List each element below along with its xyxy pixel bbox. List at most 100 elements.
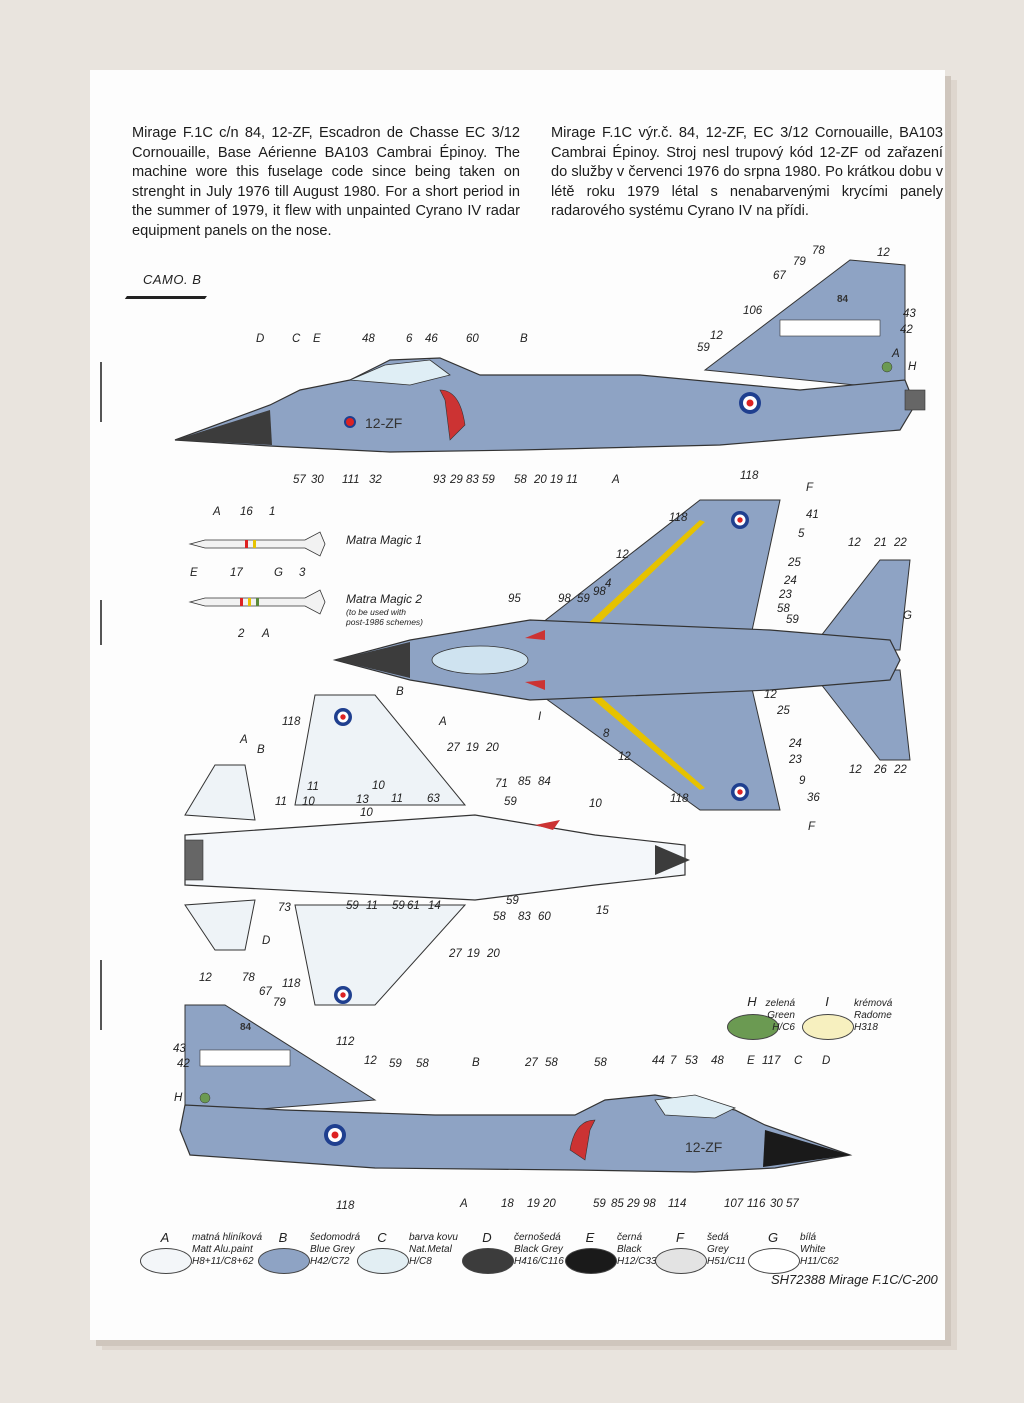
callout: A [213,506,221,518]
callout: D [256,333,265,345]
callout: E [747,1055,755,1067]
callout: 59 [389,1058,402,1070]
callout: 79 [273,997,286,1009]
callout: 32 [369,474,382,486]
callout: 60 [466,333,479,345]
callout: 118 [669,512,688,524]
callout: 20 [534,474,547,486]
callout: C [794,1055,803,1067]
callout: 83 [518,911,531,923]
callout: 118 [670,793,689,805]
callout: A [240,734,248,746]
callout: 8 [603,728,610,740]
callout: F [808,821,816,833]
callout: 57 [293,474,306,486]
callout: H [174,1092,183,1104]
callout: 67 [773,270,786,282]
callout: 59 [577,593,590,605]
callout: 43 [903,308,916,320]
callout: 12 [618,751,631,763]
camo-label: CAMO. B [143,272,202,287]
callout: 71 [495,778,508,790]
callout: 36 [807,792,820,804]
callout: 15 [596,905,609,917]
callout: D [822,1055,831,1067]
callout: 3 [299,567,306,579]
callout: 59 [504,796,517,808]
callout: 118 [740,470,759,482]
callout: 19 [550,474,563,486]
callout: 59 [346,900,359,912]
callout: B [472,1057,480,1069]
callout: 58 [545,1057,558,1069]
punch-mark [100,362,102,422]
callout: A [439,716,447,728]
callout: 11 [307,781,319,793]
swatch-fill [462,1248,514,1274]
callout: 7 [670,1055,677,1067]
callout: 107 [724,1198,744,1210]
missile-note: (to be used with post-1986 schemes) [346,607,424,627]
callout: 22 [894,537,907,549]
callout: 84 [538,776,551,788]
top-view [332,499,911,811]
callout: 12 [849,764,862,776]
callout: 58 [514,474,527,486]
callout: 1 [269,506,276,518]
callout: 23 [789,754,802,766]
callout: 58 [777,603,790,615]
callout: 10 [589,798,602,810]
callout: C [292,333,301,345]
callout: 59 [482,474,495,486]
callout: 10 [372,780,385,792]
callout: B [396,686,404,698]
fuselage-code: 12-ZF [365,415,402,431]
callout: 16 [240,506,253,518]
callout: 43 [173,1043,186,1055]
callout: 13 [356,794,369,806]
callout: 19 [527,1198,540,1210]
callout: E [313,333,321,345]
callout: 23 [779,589,792,601]
description-english: Mirage F.1C c/n 84, 12-ZF, Escadron de C… [132,125,520,239]
punch-mark [100,600,102,645]
callout: 27 [449,948,462,960]
fuselage-code: 12-ZF [685,1139,722,1155]
tail-number: 84 [837,294,849,305]
swatch-fill [565,1248,617,1274]
callout: 14 [428,900,441,912]
callout: 25 [788,557,801,569]
callout: B [520,333,528,345]
callout: 118 [336,1200,355,1212]
callout: 10 [302,796,315,808]
callout: 12 [616,549,629,561]
callout: 9 [799,775,806,787]
callout: F [806,482,814,494]
callout: 63 [427,793,440,805]
callout: A [460,1198,468,1210]
callout: 85 [611,1198,624,1210]
callout: 59 [786,614,799,626]
callout: 20 [543,1198,556,1210]
callout: 53 [685,1055,698,1067]
callout: 58 [416,1058,429,1070]
callout: 117 [762,1055,781,1067]
callout: 114 [668,1198,687,1210]
callout: 98 [558,593,571,605]
callout: A [612,474,620,486]
callout: 27 [447,742,460,754]
callout: 58 [594,1057,607,1069]
callout: 22 [894,764,907,776]
callout: B [257,744,265,756]
callout: 20 [487,948,500,960]
callout: H [908,361,917,373]
callout: I [538,711,542,723]
callout: 42 [900,324,913,336]
callout: 116 [747,1198,766,1210]
callout: 83 [466,474,479,486]
tail-number: 84 [240,1022,252,1033]
callout: 19 [466,742,479,754]
callout: 42 [177,1058,190,1070]
callout: 11 [366,900,378,912]
missile-drawings [188,531,326,615]
